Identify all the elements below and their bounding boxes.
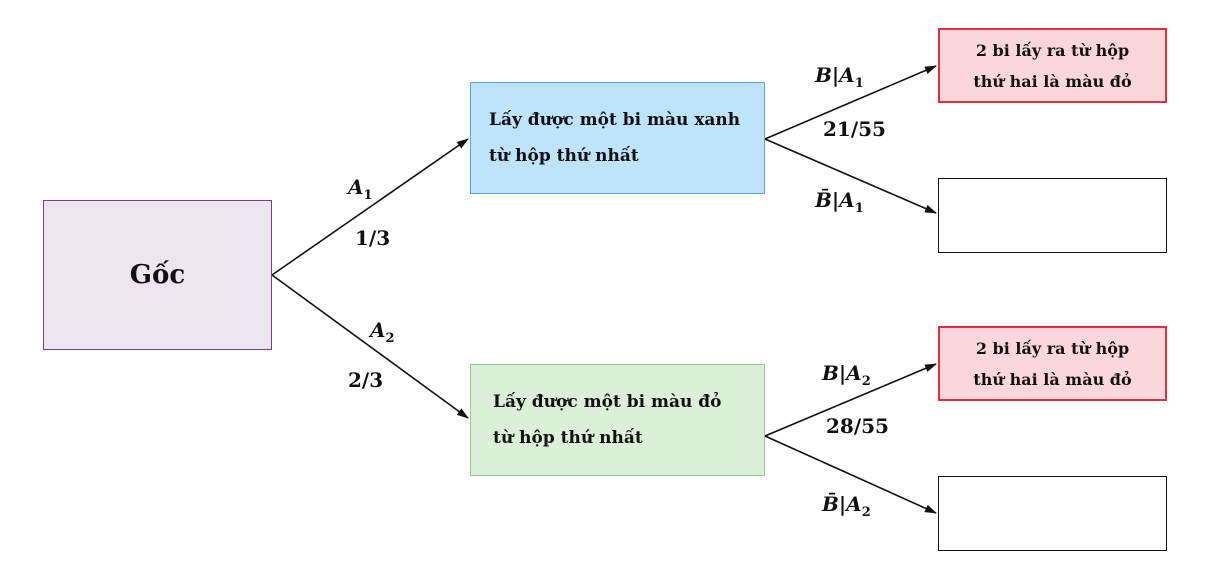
outcome-red-1: 2 bi lấy ra từ hộp thứ hai là màu đỏ bbox=[938, 28, 1167, 103]
edge-label-bbar-given-a1: B̄|A1 bbox=[815, 188, 864, 216]
outcome-red-1-line2: thứ hai là màu đỏ bbox=[973, 71, 1132, 91]
node-blue-line1: Lấy được một bi màu xanh bbox=[489, 110, 741, 130]
edge-root-to-green bbox=[271, 274, 469, 419]
edge-label-a2: A2 bbox=[370, 318, 395, 346]
prob-label-a1: 1/3 bbox=[355, 226, 391, 250]
node-red-line1: Lấy được một bi màu đỏ bbox=[493, 392, 722, 412]
edge-label-b-given-a1: B|A1 bbox=[815, 63, 864, 91]
outcome-empty-2 bbox=[938, 476, 1167, 551]
outcome-red-1-line1: 2 bi lấy ra từ hộp bbox=[975, 40, 1130, 60]
root-label: Gốc bbox=[129, 260, 186, 290]
edge-label-a1: A1 bbox=[348, 175, 373, 203]
edge-label-bbar-given-a2: B̄|A2 bbox=[822, 492, 871, 520]
outcome-red-2: 2 bi lấy ra từ hộp thứ hai là màu đỏ bbox=[938, 326, 1167, 401]
node-red-line2: từ hộp thứ nhất bbox=[493, 428, 643, 448]
node-blue-line2: từ hộp thứ nhất bbox=[489, 146, 639, 166]
edge-green-to-red2 bbox=[764, 363, 937, 437]
outcome-empty-1 bbox=[938, 178, 1167, 253]
edge-blue-to-red1 bbox=[764, 65, 937, 140]
prob-label-b-given-a2: 28/55 bbox=[826, 414, 889, 438]
outcome-red-2-line2: thứ hai là màu đỏ bbox=[973, 369, 1132, 389]
outcome-red-2-line1: 2 bi lấy ra từ hộp bbox=[975, 338, 1130, 358]
edge-root-to-blue bbox=[271, 138, 469, 276]
prob-label-a2: 2/3 bbox=[348, 368, 384, 392]
edge-blue-to-empty1 bbox=[764, 138, 937, 214]
root-node: Gốc bbox=[43, 200, 272, 350]
edge-label-b-given-a2: B|A2 bbox=[822, 361, 871, 389]
edge-green-to-empty2 bbox=[764, 435, 937, 514]
node-blue-ball: Lấy được một bi màu xanh từ hộp thứ nhất bbox=[470, 82, 765, 194]
node-red-ball: Lấy được một bi màu đỏ từ hộp thứ nhất bbox=[470, 364, 765, 476]
prob-label-b-given-a1: 21/55 bbox=[823, 117, 886, 141]
